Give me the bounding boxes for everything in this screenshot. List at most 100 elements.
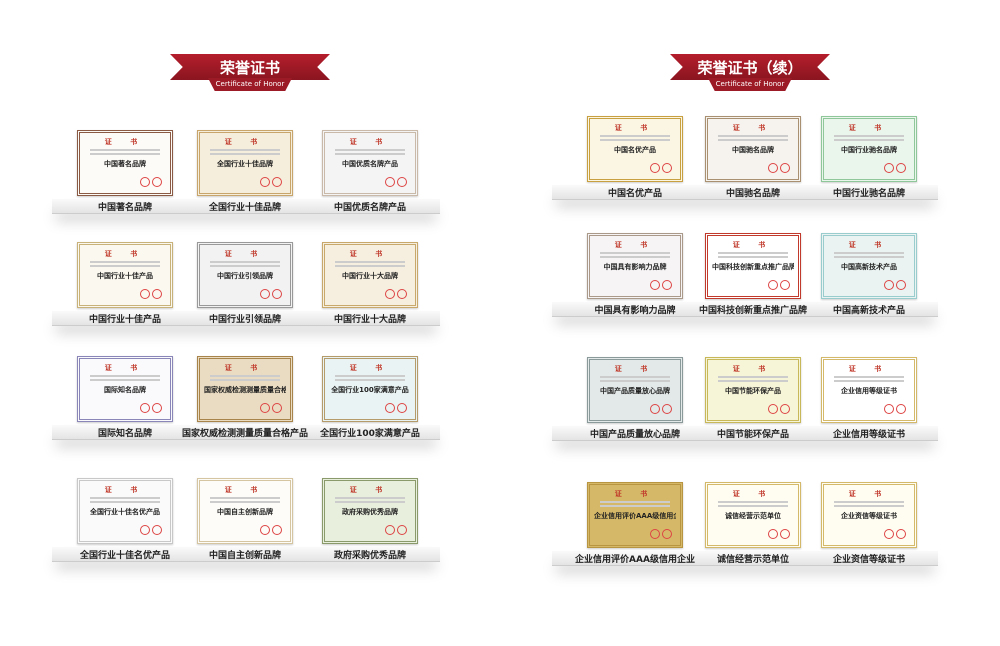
- text-line: [718, 256, 788, 258]
- seal-icon: [884, 404, 894, 414]
- text-line: [90, 265, 160, 267]
- text-line: [600, 501, 670, 503]
- text-line: [90, 153, 160, 155]
- certificate-title: 全国行业100家满意产品: [331, 386, 409, 394]
- certificate-label: 中国行业十佳产品: [88, 315, 161, 325]
- text-line: [600, 256, 670, 258]
- certificate-heading: 证 书: [104, 486, 146, 494]
- certificate-label: 中国科技创新重点推广品牌: [698, 306, 807, 316]
- certificate-label: 中国自主创新品牌: [208, 551, 281, 561]
- seal-icon: [152, 403, 162, 413]
- seal-icon: [140, 289, 150, 299]
- certificate-title: 企业信用等级证书: [841, 387, 897, 395]
- text-line: [718, 376, 788, 378]
- certificate-label: 中国行业十大品牌: [333, 315, 406, 325]
- seal-icon: [780, 280, 790, 290]
- text-line: [834, 252, 904, 254]
- shelf: [52, 199, 440, 214]
- certificate: 证 书全国行业十佳品牌: [197, 130, 293, 196]
- certificate-title: 国家权威检测测量质量合格产品: [204, 386, 286, 394]
- certificate-label: 企业信用评价AAA级信用企业: [575, 555, 695, 565]
- banner-ribbon: [170, 54, 330, 80]
- text-line: [210, 261, 280, 263]
- seal-icon: [780, 404, 790, 414]
- seal-icon: [650, 163, 660, 173]
- text-line: [335, 501, 405, 503]
- text-line: [90, 261, 160, 263]
- certificate-heading: 证 书: [349, 250, 391, 258]
- text-line: [210, 149, 280, 151]
- seal-icon: [152, 525, 162, 535]
- seal-icon: [260, 525, 270, 535]
- seal-icon: [272, 177, 282, 187]
- certificate-title: 中国优质名牌产品: [342, 160, 398, 168]
- certificate-label: 中国名优产品: [607, 189, 662, 199]
- certificate-heading: 证 书: [349, 486, 391, 494]
- certificate-heading: 证 书: [104, 138, 146, 146]
- certificate: 证 书中国优质名牌产品: [322, 130, 418, 196]
- text-line: [834, 380, 904, 382]
- seal-icon: [152, 177, 162, 187]
- certificate: 证 书中国行业十佳产品: [77, 242, 173, 308]
- text-line: [834, 505, 904, 507]
- certificate-label: 中国节能环保产品: [716, 430, 789, 440]
- text-line: [600, 505, 670, 507]
- certificate-title: 中国产品质量放心品牌: [600, 387, 670, 395]
- certificate-heading: 证 书: [104, 364, 146, 372]
- certificate: 证 书中国自主创新品牌: [197, 478, 293, 544]
- certificate-label: 中国行业引领品牌: [208, 315, 281, 325]
- certificate-title: 企业资信等级证书: [841, 512, 897, 520]
- text-line: [718, 501, 788, 503]
- seal-icon: [260, 403, 270, 413]
- seal-icon: [397, 177, 407, 187]
- certificate: 证 书企业资信等级证书: [821, 482, 917, 548]
- shelf: [52, 547, 440, 562]
- certificate: 证 书国际知名品牌: [77, 356, 173, 422]
- text-line: [90, 379, 160, 381]
- certificate-heading: 证 书: [224, 486, 266, 494]
- text-line: [600, 139, 670, 141]
- certificate: 证 书中国著名品牌: [77, 130, 173, 196]
- text-line: [90, 375, 160, 377]
- seal-icon: [385, 289, 395, 299]
- certificate: 证 书企业信用等级证书: [821, 357, 917, 423]
- seal-icon: [768, 280, 778, 290]
- seal-icon: [768, 529, 778, 539]
- text-line: [210, 501, 280, 503]
- certificate-title: 国际知名品牌: [104, 386, 146, 394]
- text-line: [335, 497, 405, 499]
- certificate: 证 书中国高新技术产品: [821, 233, 917, 299]
- seal-icon: [780, 163, 790, 173]
- certificate: 证 书中国产品质量放心品牌: [587, 357, 683, 423]
- certificate-heading: 证 书: [732, 490, 774, 498]
- certificate-heading: 证 书: [224, 364, 266, 372]
- text-line: [600, 135, 670, 137]
- certificate-heading: 证 书: [614, 490, 656, 498]
- certificate-title: 中国具有影响力品牌: [603, 263, 667, 271]
- text-line: [210, 379, 280, 381]
- text-line: [834, 501, 904, 503]
- certificate-heading: 证 书: [848, 241, 890, 249]
- seal-icon: [140, 403, 150, 413]
- certificate-heading: 证 书: [614, 241, 656, 249]
- certificate: 证 书中国具有影响力品牌: [587, 233, 683, 299]
- banner-subtitle: Certificate of Honor: [208, 78, 292, 91]
- text-line: [600, 252, 670, 254]
- seal-icon: [272, 403, 282, 413]
- certificate-heading: 证 书: [614, 365, 656, 373]
- certificate: 证 书中国节能环保产品: [705, 357, 801, 423]
- certificate: 证 书中国行业驰名品牌: [821, 116, 917, 182]
- shelf: [552, 426, 938, 441]
- certificate-title: 政府采购优秀品牌: [342, 508, 398, 516]
- seal-icon: [662, 163, 672, 173]
- certificate-title: 中国自主创新品牌: [217, 508, 273, 516]
- text-line: [210, 265, 280, 267]
- certificate-label: 企业资信等级证书: [832, 555, 905, 565]
- certificate-heading: 证 书: [732, 124, 774, 132]
- seal-icon: [884, 163, 894, 173]
- certificate-heading: 证 书: [732, 365, 774, 373]
- shelf: [52, 311, 440, 326]
- text-line: [210, 375, 280, 377]
- certificate: 证 书全国行业100家满意产品: [322, 356, 418, 422]
